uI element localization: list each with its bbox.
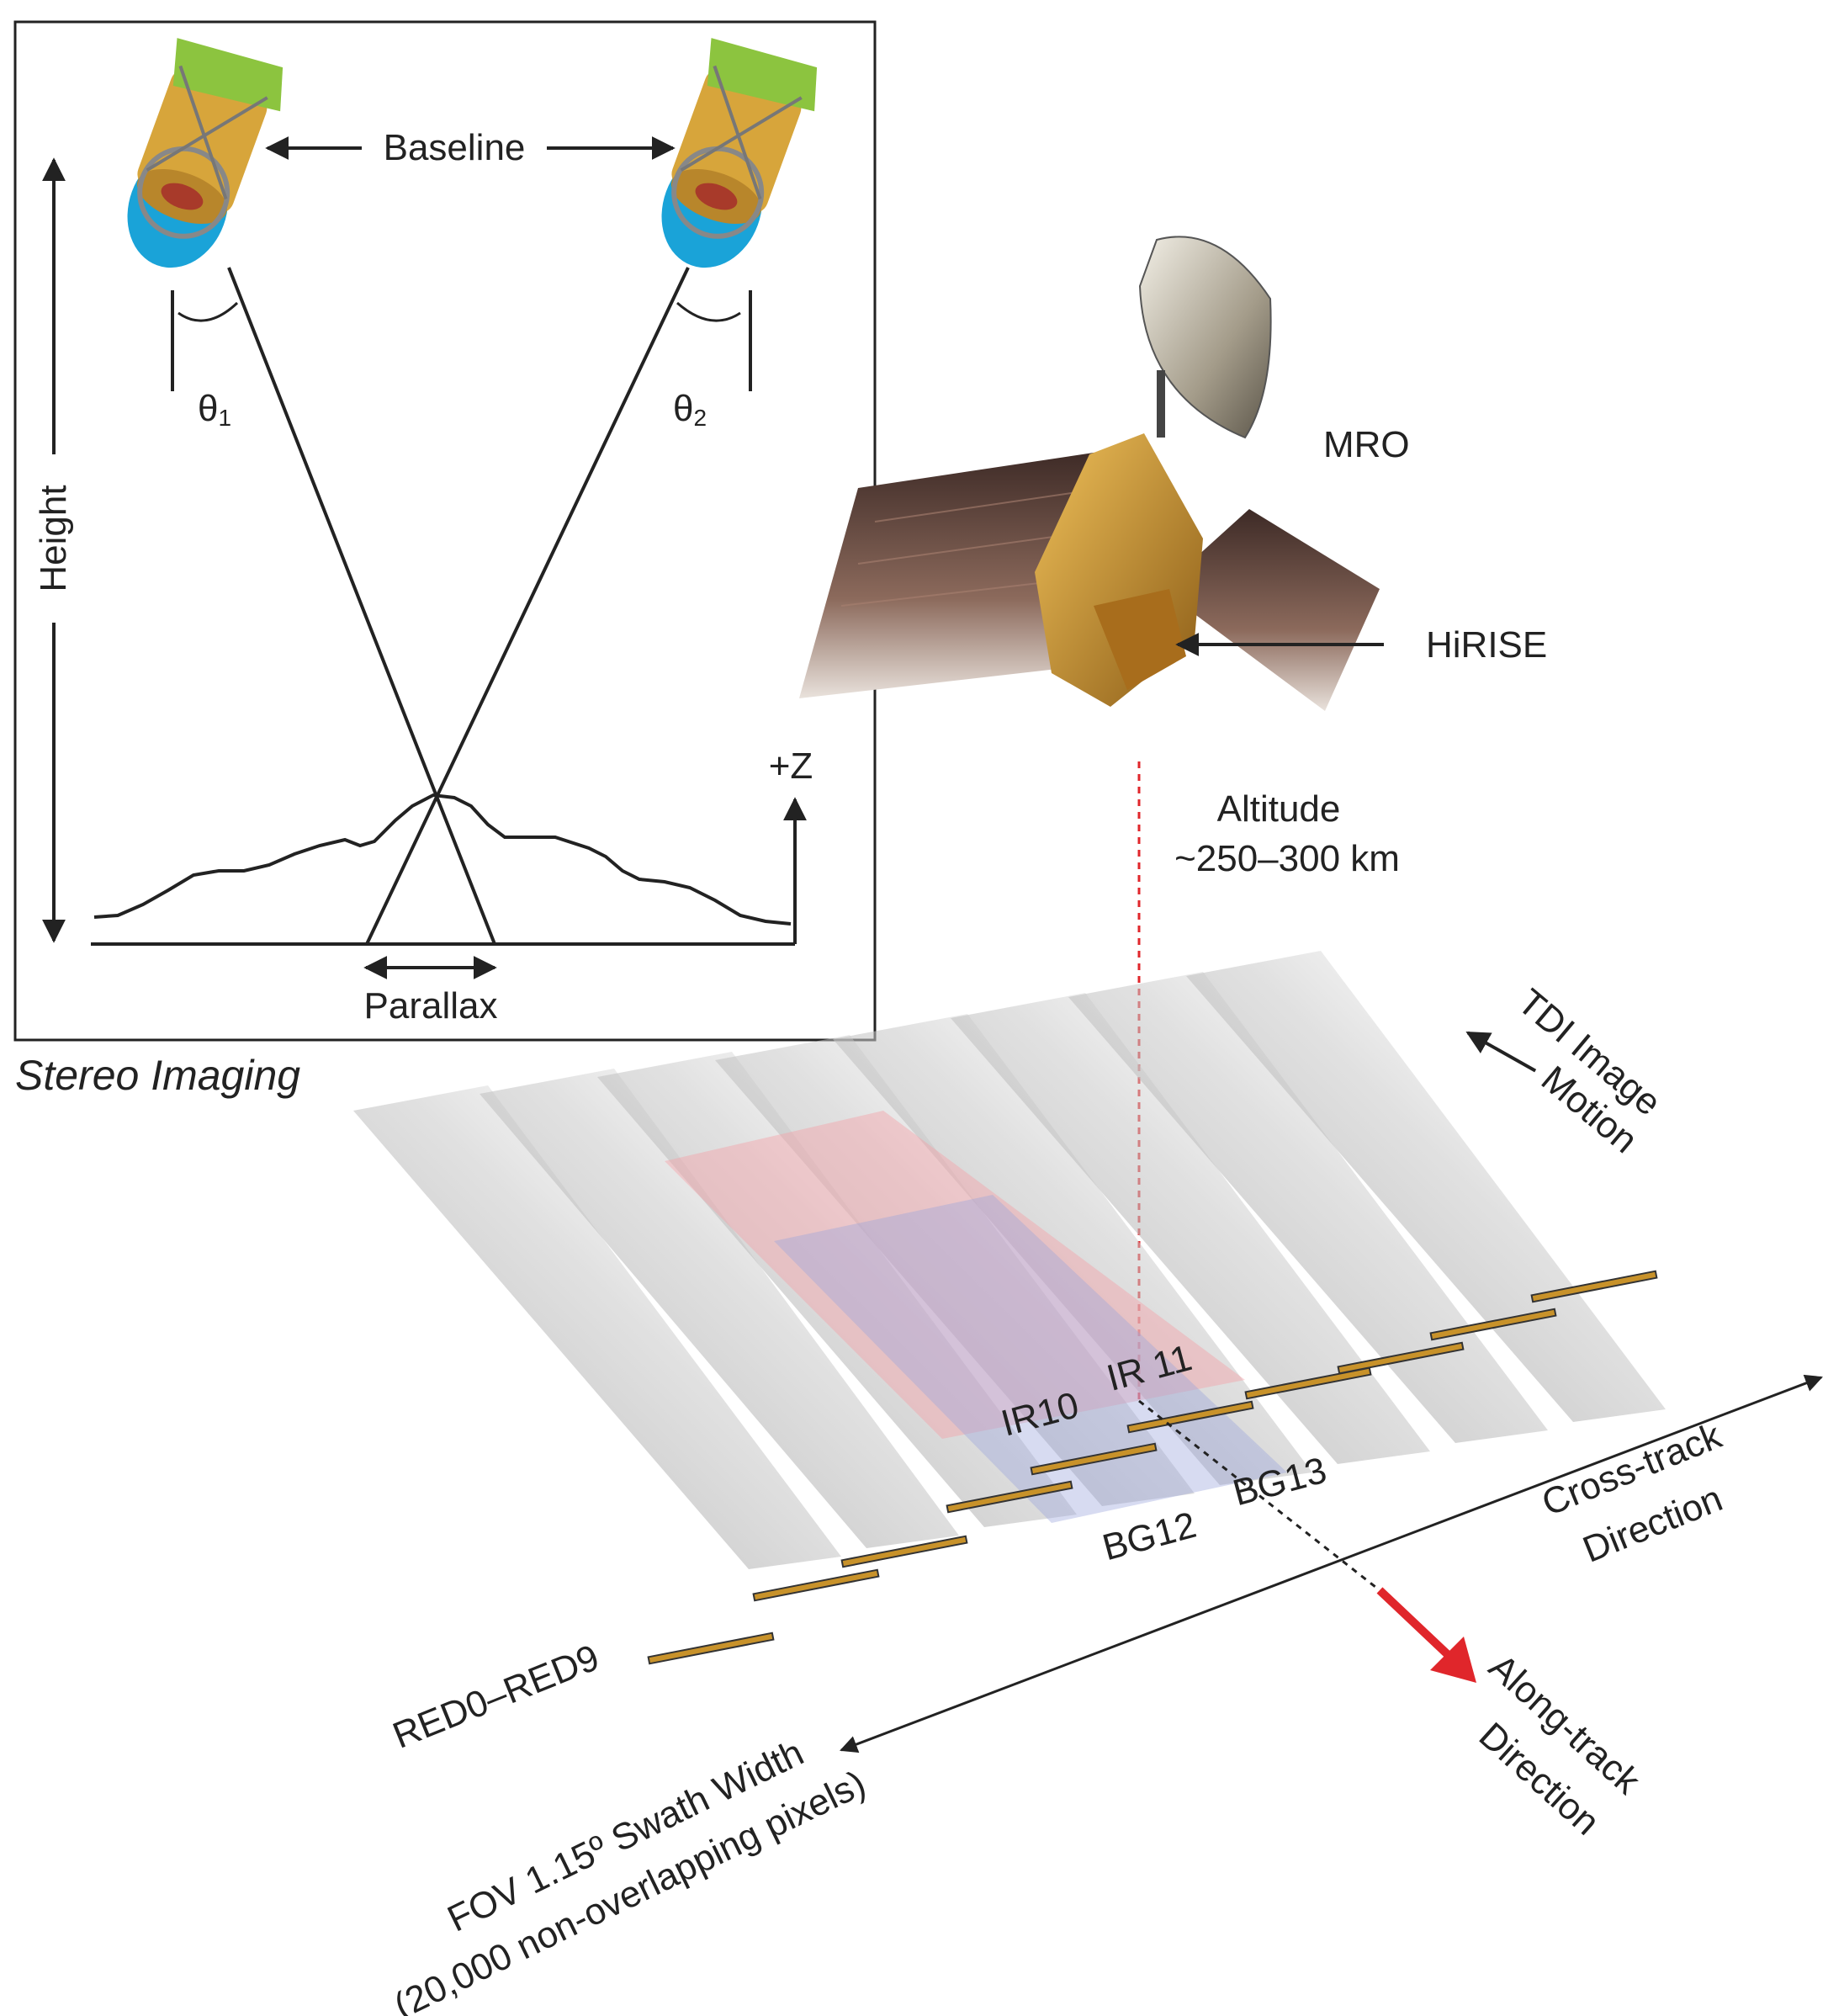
theta2-arc [676, 301, 741, 322]
stereo-imaging-caption: Stereo Imaging [15, 1052, 300, 1099]
along-track-arrow [1376, 1587, 1459, 1665]
terrain-profile [93, 793, 792, 926]
ccd-bar [1530, 1270, 1658, 1303]
red-strip [1186, 951, 1666, 1422]
red-ccd-label: RED0–RED9 [387, 1637, 605, 1757]
theta1-label: θ1 [198, 388, 231, 431]
ccd-bar [1337, 1341, 1465, 1375]
ccd-strips [353, 951, 1666, 1665]
ir-filter-band [665, 1111, 1245, 1439]
mro-label: MRO [1323, 424, 1410, 465]
height-label: Height [33, 485, 74, 592]
along-track-dotted-line [1138, 1399, 1380, 1592]
red-strip [833, 1014, 1312, 1485]
theta2-label: θ2 [673, 388, 707, 431]
parallax-label: Parallax [364, 985, 498, 1027]
z-axis-label: +Z [769, 745, 813, 787]
ccd-bar [1429, 1308, 1557, 1341]
telescope-left-icon [127, 38, 283, 268]
stereo-imaging-panel: Baseline Height θ1 θ2 +Z Parallax [13, 20, 877, 1042]
fov-label-line2: (20,000 non-overlapping pixels) [388, 1763, 872, 2016]
telescope-right-icon [661, 38, 818, 268]
altitude-label-line1: Altitude [1217, 788, 1341, 830]
view-line-left [227, 267, 496, 945]
baseline-label: Baseline [384, 127, 526, 168]
red-ccd-strips [353, 951, 1666, 1569]
red-strip [480, 1069, 959, 1548]
red-strip [353, 1085, 841, 1569]
red-strip [1068, 972, 1548, 1443]
theta1-arc [178, 301, 239, 322]
ccd-bar [752, 1568, 880, 1602]
view-line-right [365, 267, 690, 945]
bg12-label: BG12 [1099, 1504, 1200, 1568]
along-track-arrow-head [1430, 1637, 1476, 1683]
ccd-bar [647, 1631, 775, 1665]
hirise-label: HiRISE [1426, 624, 1547, 666]
mro-spacecraft-icon [799, 236, 1380, 711]
altitude-label-line2: ~250–300 km [1174, 838, 1400, 879]
tdi-motion-arrow [1465, 1031, 1537, 1073]
cross-track-axis [840, 1374, 1823, 1753]
red-strip [951, 993, 1430, 1464]
